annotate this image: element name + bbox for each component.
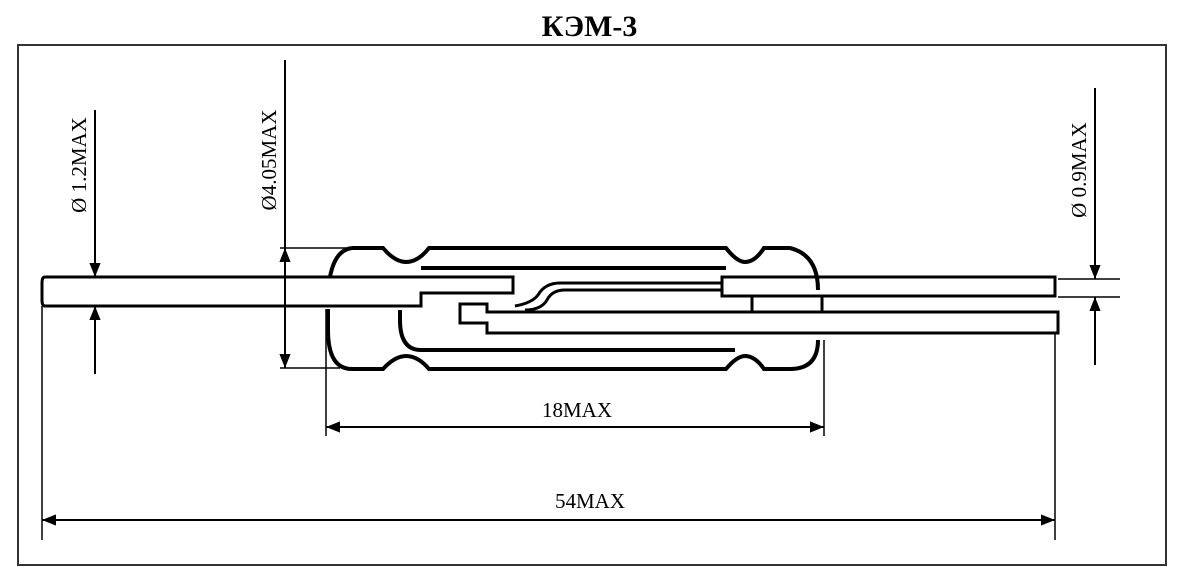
- dimension-body-diameter: [279, 60, 352, 369]
- right-upper-lead: [514, 275, 1057, 312]
- label-body-length: 18MAX: [542, 398, 612, 422]
- label-total-length: 54MAX: [555, 489, 625, 513]
- label-lead-diameter-left: Ø 1.2MAX: [67, 117, 91, 213]
- glass-envelope-inner: [398, 266, 735, 352]
- left-lead: [40, 275, 515, 308]
- dimension-lead-diameter-right: [1058, 88, 1120, 365]
- drawing-title: КЭМ-3: [541, 10, 638, 43]
- drawing-frame: [17, 44, 1167, 566]
- label-lead-diameter-right: Ø 0.9MAX: [1067, 122, 1091, 218]
- right-lower-lead: [458, 302, 1060, 335]
- dimension-total-length: [41, 306, 1056, 540]
- label-body-diameter: Ø4.05MAX: [257, 110, 281, 211]
- dimension-body-length: [325, 309, 825, 436]
